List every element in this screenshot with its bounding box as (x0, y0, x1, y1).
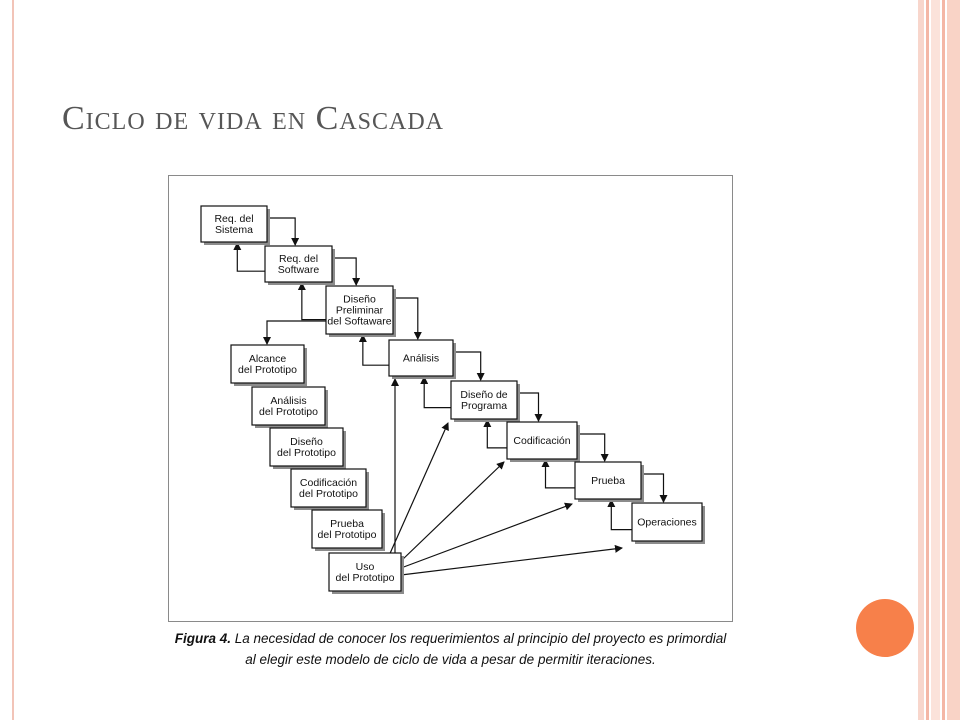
box-rect (328, 552, 402, 592)
box-label-line: Req. del (279, 253, 318, 265)
feedback-arrow (297, 282, 326, 321)
box-label-line: Análisis (270, 395, 306, 407)
feedback-arrow (358, 334, 389, 366)
forward-arrow (641, 473, 668, 503)
box-label-line: del Prototipo (336, 572, 395, 584)
box-label-line: Alcance (249, 353, 287, 365)
box-label-line: del Prototipo (259, 406, 318, 418)
box-label-line: Software (278, 264, 320, 276)
box-prueba: Prueba (574, 461, 644, 502)
box-analisis: Análisis (388, 339, 456, 379)
figure-caption: Figura 4. La necesidad de conocer los re… (168, 628, 733, 670)
uso-to-codificacion-arrow (400, 461, 505, 562)
box-rect (325, 285, 394, 335)
forward-arrow (577, 433, 609, 462)
box-label-line: Operaciones (637, 517, 697, 529)
uso-to-operaciones-arrow (400, 544, 623, 576)
orange-circle-decoration (856, 599, 914, 657)
box-rect (269, 427, 344, 467)
feedback-arrow (541, 459, 575, 489)
box-label-line: Diseño (343, 294, 376, 306)
box-rect (311, 509, 383, 549)
box-label-line: del Prototipo (318, 529, 377, 541)
right-stripe-4 (942, 0, 945, 720)
box-label-line: del Prototipo (299, 488, 358, 500)
box-label-line: Programa (461, 400, 507, 412)
left-border-rule (12, 0, 14, 720)
box-label-line: del Prototipo (277, 447, 336, 459)
box-label-line: Codificación (300, 477, 357, 489)
uso-to-prueba-arrow (400, 502, 573, 569)
box-rect (388, 339, 454, 377)
diagram-connectors (233, 217, 668, 576)
right-stripe-5 (947, 0, 960, 720)
right-stripe-2 (926, 0, 929, 720)
box-label-line: Prueba (330, 518, 364, 530)
box-rect (200, 205, 268, 243)
feedback-arrow (483, 419, 507, 449)
box-label-line: Prueba (591, 475, 625, 487)
right-stripe-1 (918, 0, 924, 720)
box-label-line: del Softaware (327, 316, 391, 328)
feedback-arrow (607, 499, 632, 531)
box-label-line: Req. del (214, 213, 253, 225)
forward-arrow (453, 351, 485, 381)
box-label-line: Análisis (403, 353, 439, 365)
forward-arrow (393, 297, 422, 340)
caption-text: La necesidad de conocer los requerimient… (230, 631, 727, 667)
forward-arrow (517, 392, 543, 422)
box-rect (230, 344, 305, 384)
box-label-line: Codificación (513, 435, 570, 447)
box-operaciones: Operaciones (631, 502, 705, 544)
box-label-line: Diseño de (460, 389, 507, 401)
box-codificacion: Codificación (506, 421, 580, 462)
box-label-line: Sistema (215, 224, 253, 236)
box-rect (506, 421, 578, 460)
right-stripe-3 (931, 0, 940, 720)
box-rect (290, 468, 367, 508)
feedback-arrow (420, 376, 451, 409)
forward-arrow (267, 217, 300, 246)
uso-to-diseno-programa-arrow (389, 422, 449, 554)
box-label-line: Preliminar (336, 305, 384, 317)
slide-title: Ciclo de vida en Cascada (62, 100, 445, 137)
box-label-line: del Prototipo (238, 364, 297, 376)
forward-arrow (332, 257, 361, 286)
caption-label: Figura 4. (174, 631, 231, 646)
box-rect (251, 386, 326, 426)
box-rect (264, 245, 333, 283)
box-rect (450, 380, 518, 420)
box-rect (631, 502, 703, 542)
prototype-feedback-arrow (263, 320, 326, 345)
box-label-line: Uso (356, 561, 375, 573)
box-rect (574, 461, 642, 500)
feedback-arrow (233, 242, 265, 272)
box-label-line: Diseño (290, 436, 323, 448)
